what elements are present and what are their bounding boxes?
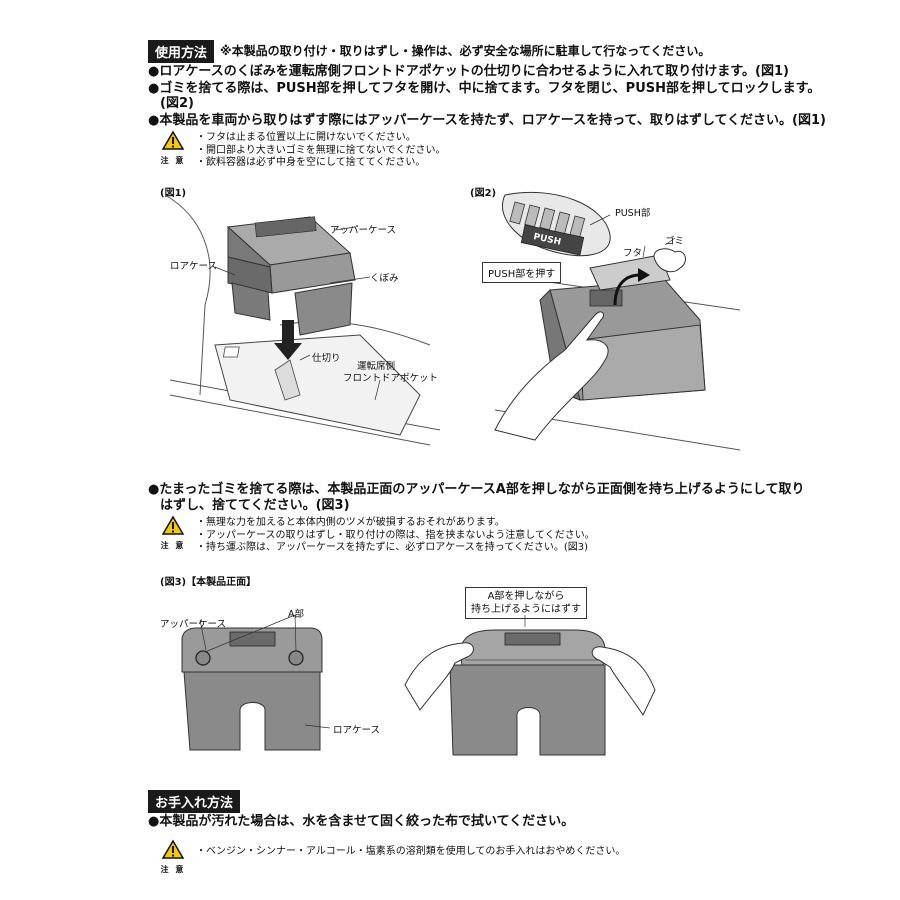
fig1-label-upper-case: アッパーケース (330, 225, 397, 236)
caution-line: ・飲料容器は必ず中身を空にして捨ててください。 (196, 157, 426, 168)
fig1-caption: (図1) (160, 188, 187, 199)
caution-line: ・ベンジン・シンナー・アルコール・塩素系の溶剤類を使用してのお手入れはおやめくだ… (196, 846, 626, 857)
caution-label: 注 意 (160, 865, 186, 874)
fig3-lift-illustration (404, 615, 656, 756)
fig2-label-trash: ゴミ (665, 236, 685, 247)
usage-caution-mark: 注 意 (160, 130, 186, 166)
disposal-caution-mark: 注 意 (160, 515, 186, 551)
caution-line: ・アッパーケースの取りはずし・取り付けの際は、指を挟まないよう注意してください。 (196, 529, 595, 541)
usage-caution-text: ・フタは止まる位置以上に開けないでください。 ・開口部より大きいゴミを無理に捨て… (196, 132, 446, 170)
care-header: お手入れ方法 (148, 790, 241, 813)
fig3-instruction-line: A部を押しながら (487, 591, 565, 602)
usage-header: 使用方法 (148, 40, 215, 63)
fig1-label-lower-case: ロアケース (170, 261, 218, 272)
fig3-instruction-line: 持ち上げるようにはずす (471, 604, 581, 615)
fig3-caption: (図3)【本製品正面】 (160, 577, 257, 588)
usage-bullet-1: ●ロアケースのくぼみを運転席側フロントドアポケットの仕切りに合わせるように入れて… (148, 64, 789, 79)
fig3-label-lower-case: ロアケース (333, 725, 381, 736)
disposal-bullet-1: ●たまったゴミを捨てる際は、本製品正面のアッパーケースA部を押しながら正面側を持… (148, 482, 805, 497)
fig1-label-dent: くぼみ (370, 273, 399, 284)
warning-icon (161, 839, 185, 859)
care-caution-mark: 注 意 (160, 839, 186, 875)
caution-label: 注 意 (160, 541, 186, 550)
caution-line: ・持ち運ぶ際は、アッパーケースを持たずに、必ずロアケースを持ってください。(図3… (196, 542, 589, 553)
fig3-label-a-part: A部 (288, 609, 304, 620)
caution-line: ・フタは止まる位置以上に開けないでください。 (196, 132, 416, 143)
disposal-bullet-2: はずし、捨ててください。(図3) (160, 498, 350, 513)
fig2-illustration: PUSH (494, 191, 741, 451)
usage-bullet-2-ref: (図2) (160, 96, 194, 111)
care-caution-text: ・ベンジン・シンナー・アルコール・塩素系の溶剤類を使用してのお手入れはおやめくだ… (196, 846, 625, 859)
fig3-label-upper-case: アッパーケース (160, 619, 227, 630)
disposal-caution-text: ・無理な力を加えると本体内側のツメが破損するおそれがあります。 ・アッパーケース… (196, 517, 595, 555)
fig1-label-pocket-1: 運転席側 (357, 361, 396, 372)
usage-bullet-3: ●本製品を車両から取りはずす際にはアッパーケースを持たず、ロアケースを持って、取… (148, 113, 826, 128)
caution-line: ・無理な力を加えると本体内側のツメが破損するおそれがあります。 (196, 517, 505, 528)
fig1-illustration (164, 194, 441, 446)
fig2-label-lid: フタ (623, 248, 643, 259)
fig2-label-push-part: PUSH部 (615, 208, 651, 219)
fig2-caption: (図2) (470, 188, 497, 199)
usage-bullet-2: ●ゴミを捨てる際は、PUSH部を押してフタを開け、中に捨てます。フタを閉じ、PU… (148, 81, 821, 96)
fig1-label-pocket-2: フロントドアポケット (343, 373, 439, 384)
usage-safety-note: ※本製品の取り付け・取りはずし・操作は、必ず安全な場所に駐車して行なってください… (220, 44, 711, 58)
caution-line: ・開口部より大きいゴミを無理に捨てないでください。 (196, 144, 446, 156)
caution-label: 注 意 (160, 156, 186, 165)
care-bullet: ●本製品が汚れた場合は、水を含ませて固く絞った布で拭いてください。 (148, 814, 575, 829)
fig1-label-divider: 仕切り (312, 353, 341, 364)
warning-icon (161, 130, 185, 150)
fig3-instruction-box: A部を押しながら 持ち上げるようにはずす (465, 587, 587, 619)
fig2-push-callout: PUSH部を押す (482, 262, 562, 283)
fig3-front-illustration (181, 614, 331, 751)
warning-icon (161, 515, 185, 535)
